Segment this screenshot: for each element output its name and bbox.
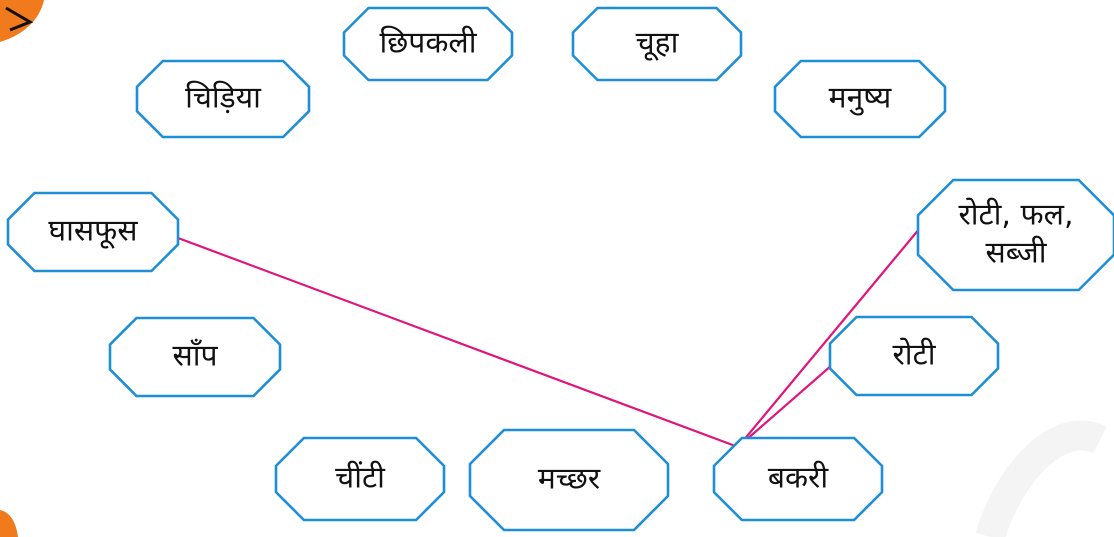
node-box-cheenti — [274, 436, 446, 522]
node-chhipkali: छिपकली — [342, 6, 514, 82]
connector-roti-phal-sabji-to-bakri — [737, 227, 921, 448]
node-ghaasphoos: घासफूस — [6, 191, 180, 273]
node-chuha: चूहा — [571, 6, 743, 82]
node-label-machchhar: मच्छर — [538, 462, 601, 497]
node-label-roti-phal-sabji-line1: रोटी, फल, — [958, 198, 1073, 233]
node-box-chuha — [571, 6, 743, 82]
node-label-ghaasphoos: घासफूस — [48, 214, 138, 250]
corner-decoration-bottom — [0, 510, 18, 537]
connector-roti-to-bakri — [737, 364, 833, 448]
node-manushya: मनुष्य — [773, 59, 947, 139]
node-roti-phal-sabji: रोटी, फल,सब्जी — [916, 178, 1114, 292]
node-roti: रोटी — [828, 315, 1000, 397]
node-label-saanp: साँप — [172, 339, 218, 374]
node-label-cheenti: चींटी — [335, 461, 386, 496]
node-bakri: बकरी — [712, 436, 884, 522]
node-label-manushya: मनुष्य — [829, 81, 892, 117]
node-box-machchhar — [468, 428, 670, 532]
node-label-chidiya: चिड़िया — [185, 81, 262, 116]
node-label-chhipkali: छिपकली — [380, 26, 478, 61]
node-label-roti-phal-sabji-line2: सब्जी — [985, 236, 1047, 271]
connector-ghaasphoos-to-bakri — [177, 236, 739, 449]
node-cheenti: चींटी — [274, 436, 446, 522]
node-box-roti — [828, 315, 1000, 397]
node-chidiya: चिड़िया — [135, 59, 311, 139]
node-box-saanp — [108, 316, 282, 398]
node-label-roti: रोटी — [893, 338, 937, 373]
watermark-stroke — [975, 420, 1107, 537]
node-box-chhipkali — [342, 6, 514, 82]
node-machchhar: मच्छर — [468, 428, 670, 532]
corner-decoration-top — [0, 0, 44, 42]
node-label-chuha: चूहा — [636, 26, 680, 62]
node-saanp: साँप — [108, 316, 282, 398]
node-box-roti-phal-sabji — [916, 178, 1114, 292]
node-box-ghaasphoos — [6, 191, 180, 273]
node-box-chidiya — [135, 59, 311, 139]
node-label-bakri: बकरी — [768, 461, 829, 496]
node-layer: छिपकली चूहा चिड़िया मनुष्य घासफूस रोटी, फल,सब… — [6, 6, 1114, 532]
connector-layer — [177, 227, 921, 449]
node-box-bakri — [712, 436, 884, 522]
node-box-manushya — [773, 59, 947, 139]
